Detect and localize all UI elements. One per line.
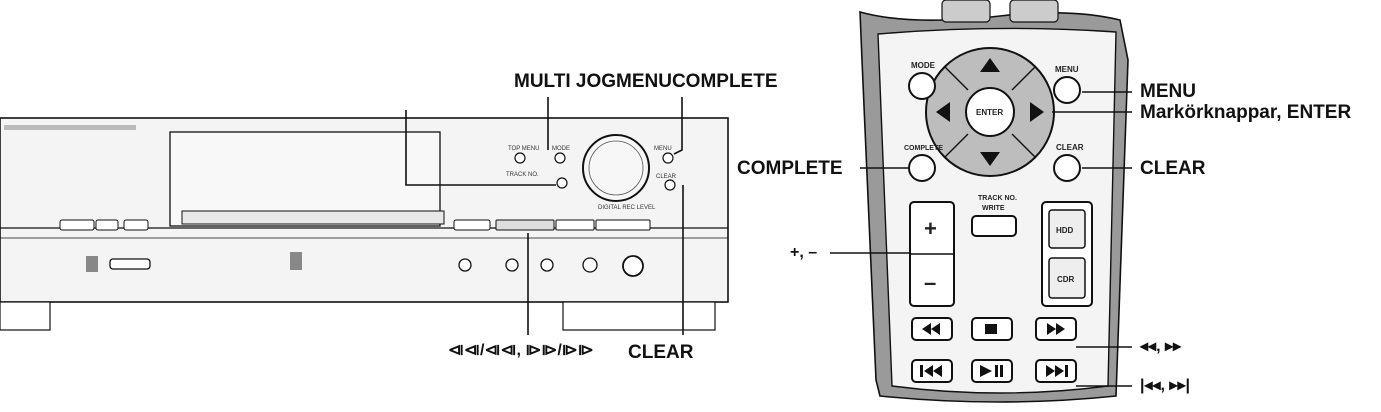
recorder-leader-lines: [405, 97, 684, 335]
enter-text: ENTER: [976, 108, 1003, 117]
recorder-upper-controls: [514, 152, 676, 191]
callout-multi-jog: MULTI JOG: [514, 71, 617, 92]
fast-forward-icon: [1056, 323, 1065, 335]
callout-prev-next: |◂◂, ▸▸|: [1140, 377, 1190, 394]
svg-text:MODE: MODE: [552, 146, 570, 152]
write-text: WRITE: [982, 205, 1005, 212]
complete-button: [908, 154, 936, 182]
menu-text: MENU: [1055, 65, 1079, 74]
callout-menu-remote: MENU: [1140, 81, 1196, 102]
track-no-text: TRACK NO.: [978, 195, 1017, 202]
prev-icon: [924, 365, 933, 377]
svg-text:CLEAR: CLEAR: [656, 174, 677, 180]
callout-skip-search: ⧏⧏/⧏⧏, ⧐⧐/⧐⧐: [448, 342, 594, 359]
minus-text: –: [924, 270, 936, 295]
recorder-lower-controls: [109, 255, 644, 277]
disc-window: [169, 131, 441, 227]
hdd-button: [1048, 209, 1086, 249]
callout-complete-remote: COMPLETE: [737, 158, 843, 179]
menu-button: [1053, 76, 1081, 104]
svg-text:TOP MENU: TOP MENU: [508, 146, 539, 152]
callout-cursor-enter: Markörknappar, ENTER: [1140, 102, 1352, 123]
svg-text:DIGITAL REC LEVEL: DIGITAL REC LEVEL: [598, 205, 656, 211]
track-write-button: [971, 215, 1017, 237]
recorder-left-buttons: [59, 219, 149, 231]
mode-text: MODE: [911, 61, 936, 70]
next-icon: [1055, 365, 1064, 377]
callout-menu-complete: MENUCOMPLETE: [616, 71, 778, 92]
callout-clear-remote: CLEAR: [1140, 158, 1206, 179]
callout-clear-front: CLEAR: [628, 342, 694, 363]
cursor-down-icon: [980, 152, 1000, 166]
clear-button: [1053, 154, 1081, 182]
plus-text: +: [924, 216, 937, 241]
hdd-text: HDD: [1056, 226, 1074, 235]
cdr-text: CDR: [1057, 275, 1075, 284]
cursor-left-icon: [936, 102, 950, 122]
remote-control: MODE MENU ENTER COMPLETE CLEAR TRACK NO.…: [830, 0, 1132, 403]
disc-tray: [181, 210, 445, 225]
complete-text: COMPLETE: [904, 145, 943, 152]
remote-leader-lines: [830, 91, 1132, 387]
play-icon: [980, 365, 992, 377]
cursor-right-icon: [1030, 102, 1044, 122]
recorder-front-panel: TOP MENU MODE MENU CLEAR TRACK NO. DIGIT…: [0, 97, 729, 335]
cursor-up-icon: [980, 58, 1000, 72]
svg-text:TRACK NO.: TRACK NO.: [506, 172, 539, 178]
multi-jog-dial: [582, 134, 650, 202]
clear-text: CLEAR: [1056, 143, 1084, 152]
recorder-right-buttons: [453, 219, 651, 231]
stop-icon: [985, 324, 997, 334]
callout-plus-minus: +, –: [790, 244, 818, 261]
mode-button: [908, 72, 936, 100]
callout-rew-ff: ◂◂, ▸▸: [1140, 338, 1182, 355]
enter-button: [965, 87, 1015, 137]
svg-text:MENU: MENU: [654, 146, 672, 152]
cdr-button: [1048, 257, 1086, 299]
rewind-icon: [922, 323, 931, 335]
